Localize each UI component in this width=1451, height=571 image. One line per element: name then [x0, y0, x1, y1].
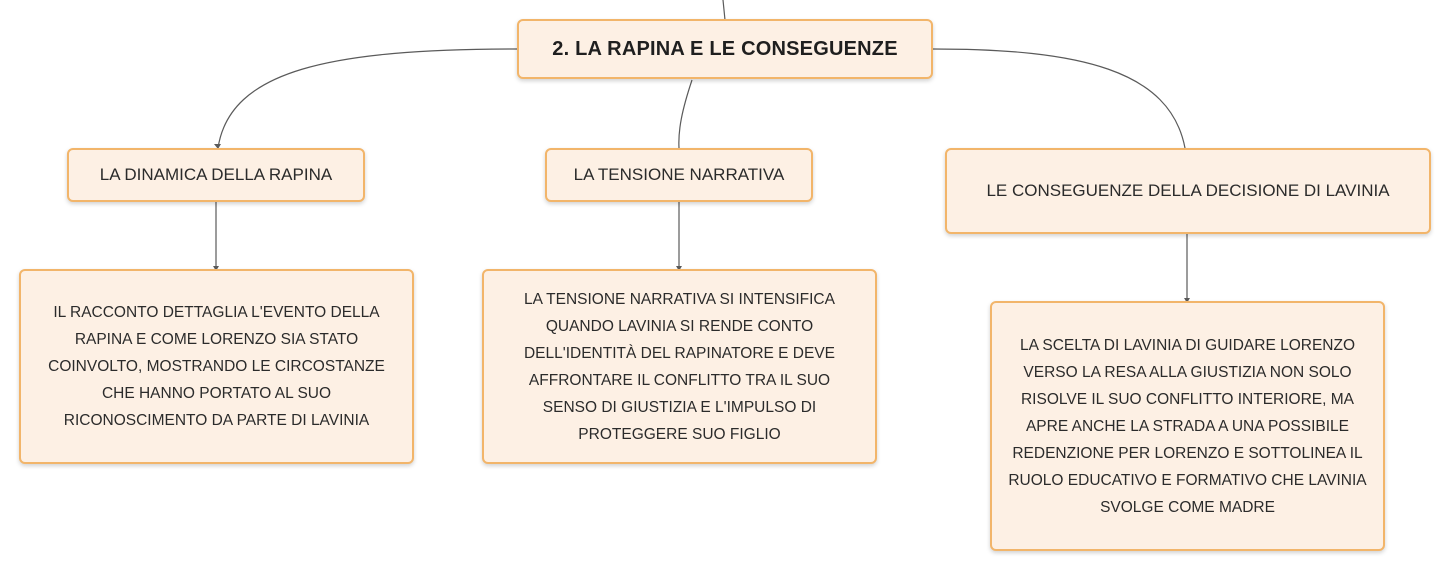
- topic-node-tensione[interactable]: LA TENSIONE NARRATIVA: [545, 148, 813, 202]
- connector-root-to-topic-3: [932, 48, 1186, 149]
- connector-root-to-topic-1: [217, 48, 519, 149]
- detail-text: IL RACCONTO DETTAGLIA L'EVENTO DELLA RAP…: [48, 304, 385, 429]
- root-node-label: 2. LA RAPINA E LE CONSEGUENZE: [552, 37, 898, 60]
- root-node[interactable]: 2. LA RAPINA E LE CONSEGUENZE: [517, 19, 933, 79]
- topic-label: LA TENSIONE NARRATIVA: [573, 165, 785, 184]
- detail-node-tensione[interactable]: LA TENSIONE NARRATIVA SI INTENSIFICA QUA…: [482, 269, 877, 464]
- arrow-head-topic-1: [214, 144, 221, 149]
- detail-node-conseguenze[interactable]: LA SCELTA DI LAVINIA DI GUIDARE LORENZO …: [990, 301, 1385, 551]
- arrow-head-detail-1: [213, 266, 219, 271]
- topic-label: LA DINAMICA DELLA RAPINA: [99, 165, 333, 184]
- parent-connector: [722, 0, 726, 21]
- topic-node-conseguenze[interactable]: LE CONSEGUENZE DELLA DECISIONE DI LAVINI…: [945, 148, 1431, 234]
- arrow-head-detail-3: [1184, 298, 1190, 303]
- detail-node-dinamica[interactable]: IL RACCONTO DETTAGLIA L'EVENTO DELLA RAP…: [19, 269, 414, 464]
- detail-text: LA SCELTA DI LAVINIA DI GUIDARE LORENZO …: [1008, 336, 1367, 516]
- connector-root-to-topic-2: [678, 79, 693, 149]
- topic-node-dinamica[interactable]: LA DINAMICA DELLA RAPINA: [67, 148, 365, 202]
- topic-label: LE CONSEGUENZE DELLA DECISIONE DI LAVINI…: [986, 181, 1390, 200]
- arrow-head-detail-2: [676, 266, 682, 271]
- detail-text: LA TENSIONE NARRATIVA SI INTENSIFICA QUA…: [523, 290, 836, 443]
